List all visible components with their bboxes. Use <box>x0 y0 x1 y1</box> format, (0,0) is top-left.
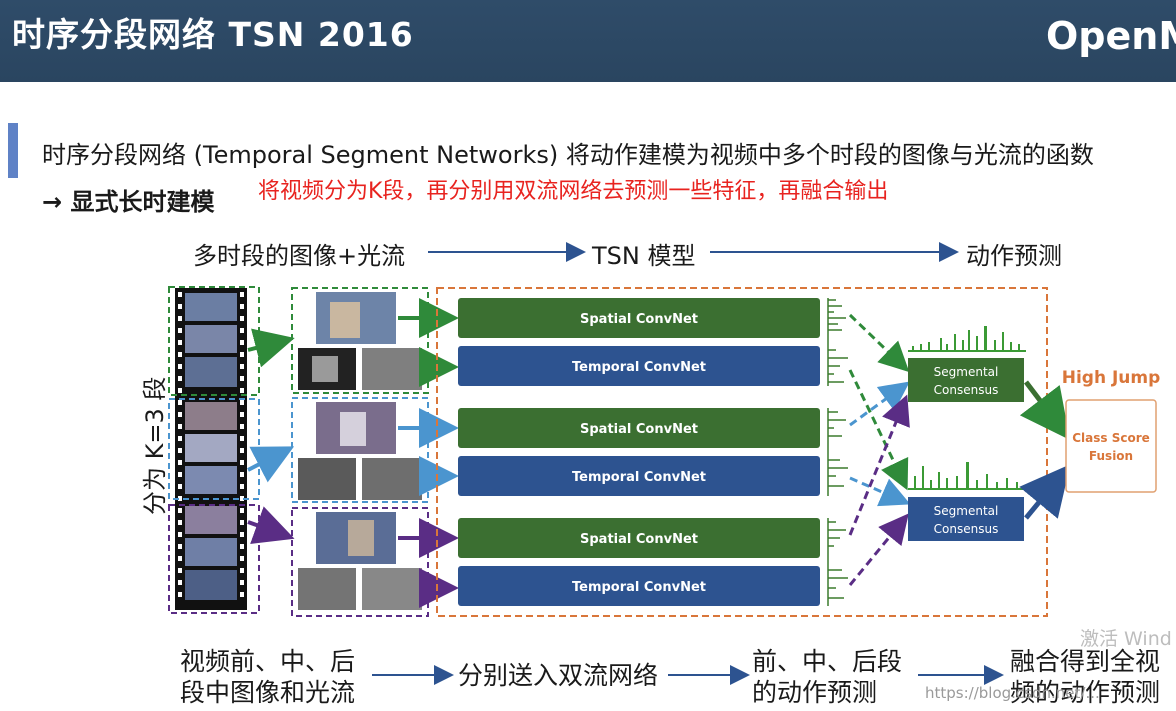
top-flow-step1: 多时段的图像+光流 <box>193 242 406 270</box>
source-url: https://blog.csdn.net/... <box>925 684 1100 702</box>
accent-bar <box>8 123 18 178</box>
spatial-convnet-3: Spatial ConvNet <box>458 518 820 558</box>
svg-text:Consensus: Consensus <box>934 383 999 397</box>
svg-text:Segmental: Segmental <box>934 504 999 518</box>
svg-text:Temporal ConvNet: Temporal ConvNet <box>572 470 706 485</box>
segmental-consensus-2: Segmental Consensus <box>908 497 1024 541</box>
tsn-model-box <box>436 287 1048 617</box>
temporal-convnet-1: Temporal ConvNet <box>458 346 820 386</box>
brand-logo: OpenM <box>1046 14 1176 58</box>
bottom-step3: 前、中、后段的动作预测 <box>752 647 903 707</box>
frames-box-3 <box>291 507 429 617</box>
top-flow-step3: 动作预测 <box>966 242 1062 270</box>
intro-line: 时序分段网络 (Temporal Segment Networks) 将动作建模… <box>42 141 1094 169</box>
bottom-step1: 视频前、中、后段中图像和光流 <box>180 647 356 707</box>
slide-header: 时序分段网络 TSN 2016 OpenM <box>0 0 1176 82</box>
svg-text:Temporal ConvNet: Temporal ConvNet <box>572 360 706 375</box>
video-film-strip <box>175 288 247 610</box>
segment-arrow-2 <box>247 446 295 483</box>
bottom-step2: 分别送入双流网络 <box>458 661 659 690</box>
segment-arrow-1 <box>247 328 295 368</box>
red-annotation: 将视频分为K段，再分别用双流网络去预测一些特征，再融合输出 <box>258 179 889 204</box>
spatial-convnet-1: Spatial ConvNet <box>458 298 820 338</box>
temporal-convnet-2: Temporal ConvNet <box>458 456 820 496</box>
intro-arrow-line: → 显式长时建模 <box>42 188 215 216</box>
svg-text:Fusion: Fusion <box>1089 449 1133 463</box>
svg-text:Class Score: Class Score <box>1072 431 1150 445</box>
top-flow-step2: TSN 模型 <box>592 242 696 270</box>
segmental-consensus-1: Segmental Consensus <box>908 358 1024 402</box>
segment-box-3 <box>168 504 260 614</box>
svg-text:Spatial ConvNet: Spatial ConvNet <box>580 532 698 547</box>
svg-text:Consensus: Consensus <box>934 522 999 536</box>
svg-text:Spatial ConvNet: Spatial ConvNet <box>580 422 698 437</box>
activation-watermark: 激活 Wind <box>1080 628 1172 650</box>
slide-title: 时序分段网络 TSN 2016 <box>12 15 414 54</box>
consensus-histogram-2 <box>908 462 1026 490</box>
segment-arrow-3 <box>247 506 295 545</box>
consensus-histogram-1 <box>908 326 1026 352</box>
svg-text:Temporal ConvNet: Temporal ConvNet <box>572 580 706 595</box>
prediction-label: High Jump <box>1062 368 1161 388</box>
score-bars <box>827 298 848 606</box>
spatial-convnet-2: Spatial ConvNet <box>458 408 820 448</box>
temporal-convnet-3: Temporal ConvNet <box>458 566 820 606</box>
bottom-step4: 融合得到全视频的动作预测 <box>1010 647 1161 707</box>
class-score-fusion: Class Score Fusion <box>1065 399 1157 493</box>
svg-text:Segmental: Segmental <box>934 365 999 379</box>
svg-text:Spatial ConvNet: Spatial ConvNet <box>580 312 698 327</box>
